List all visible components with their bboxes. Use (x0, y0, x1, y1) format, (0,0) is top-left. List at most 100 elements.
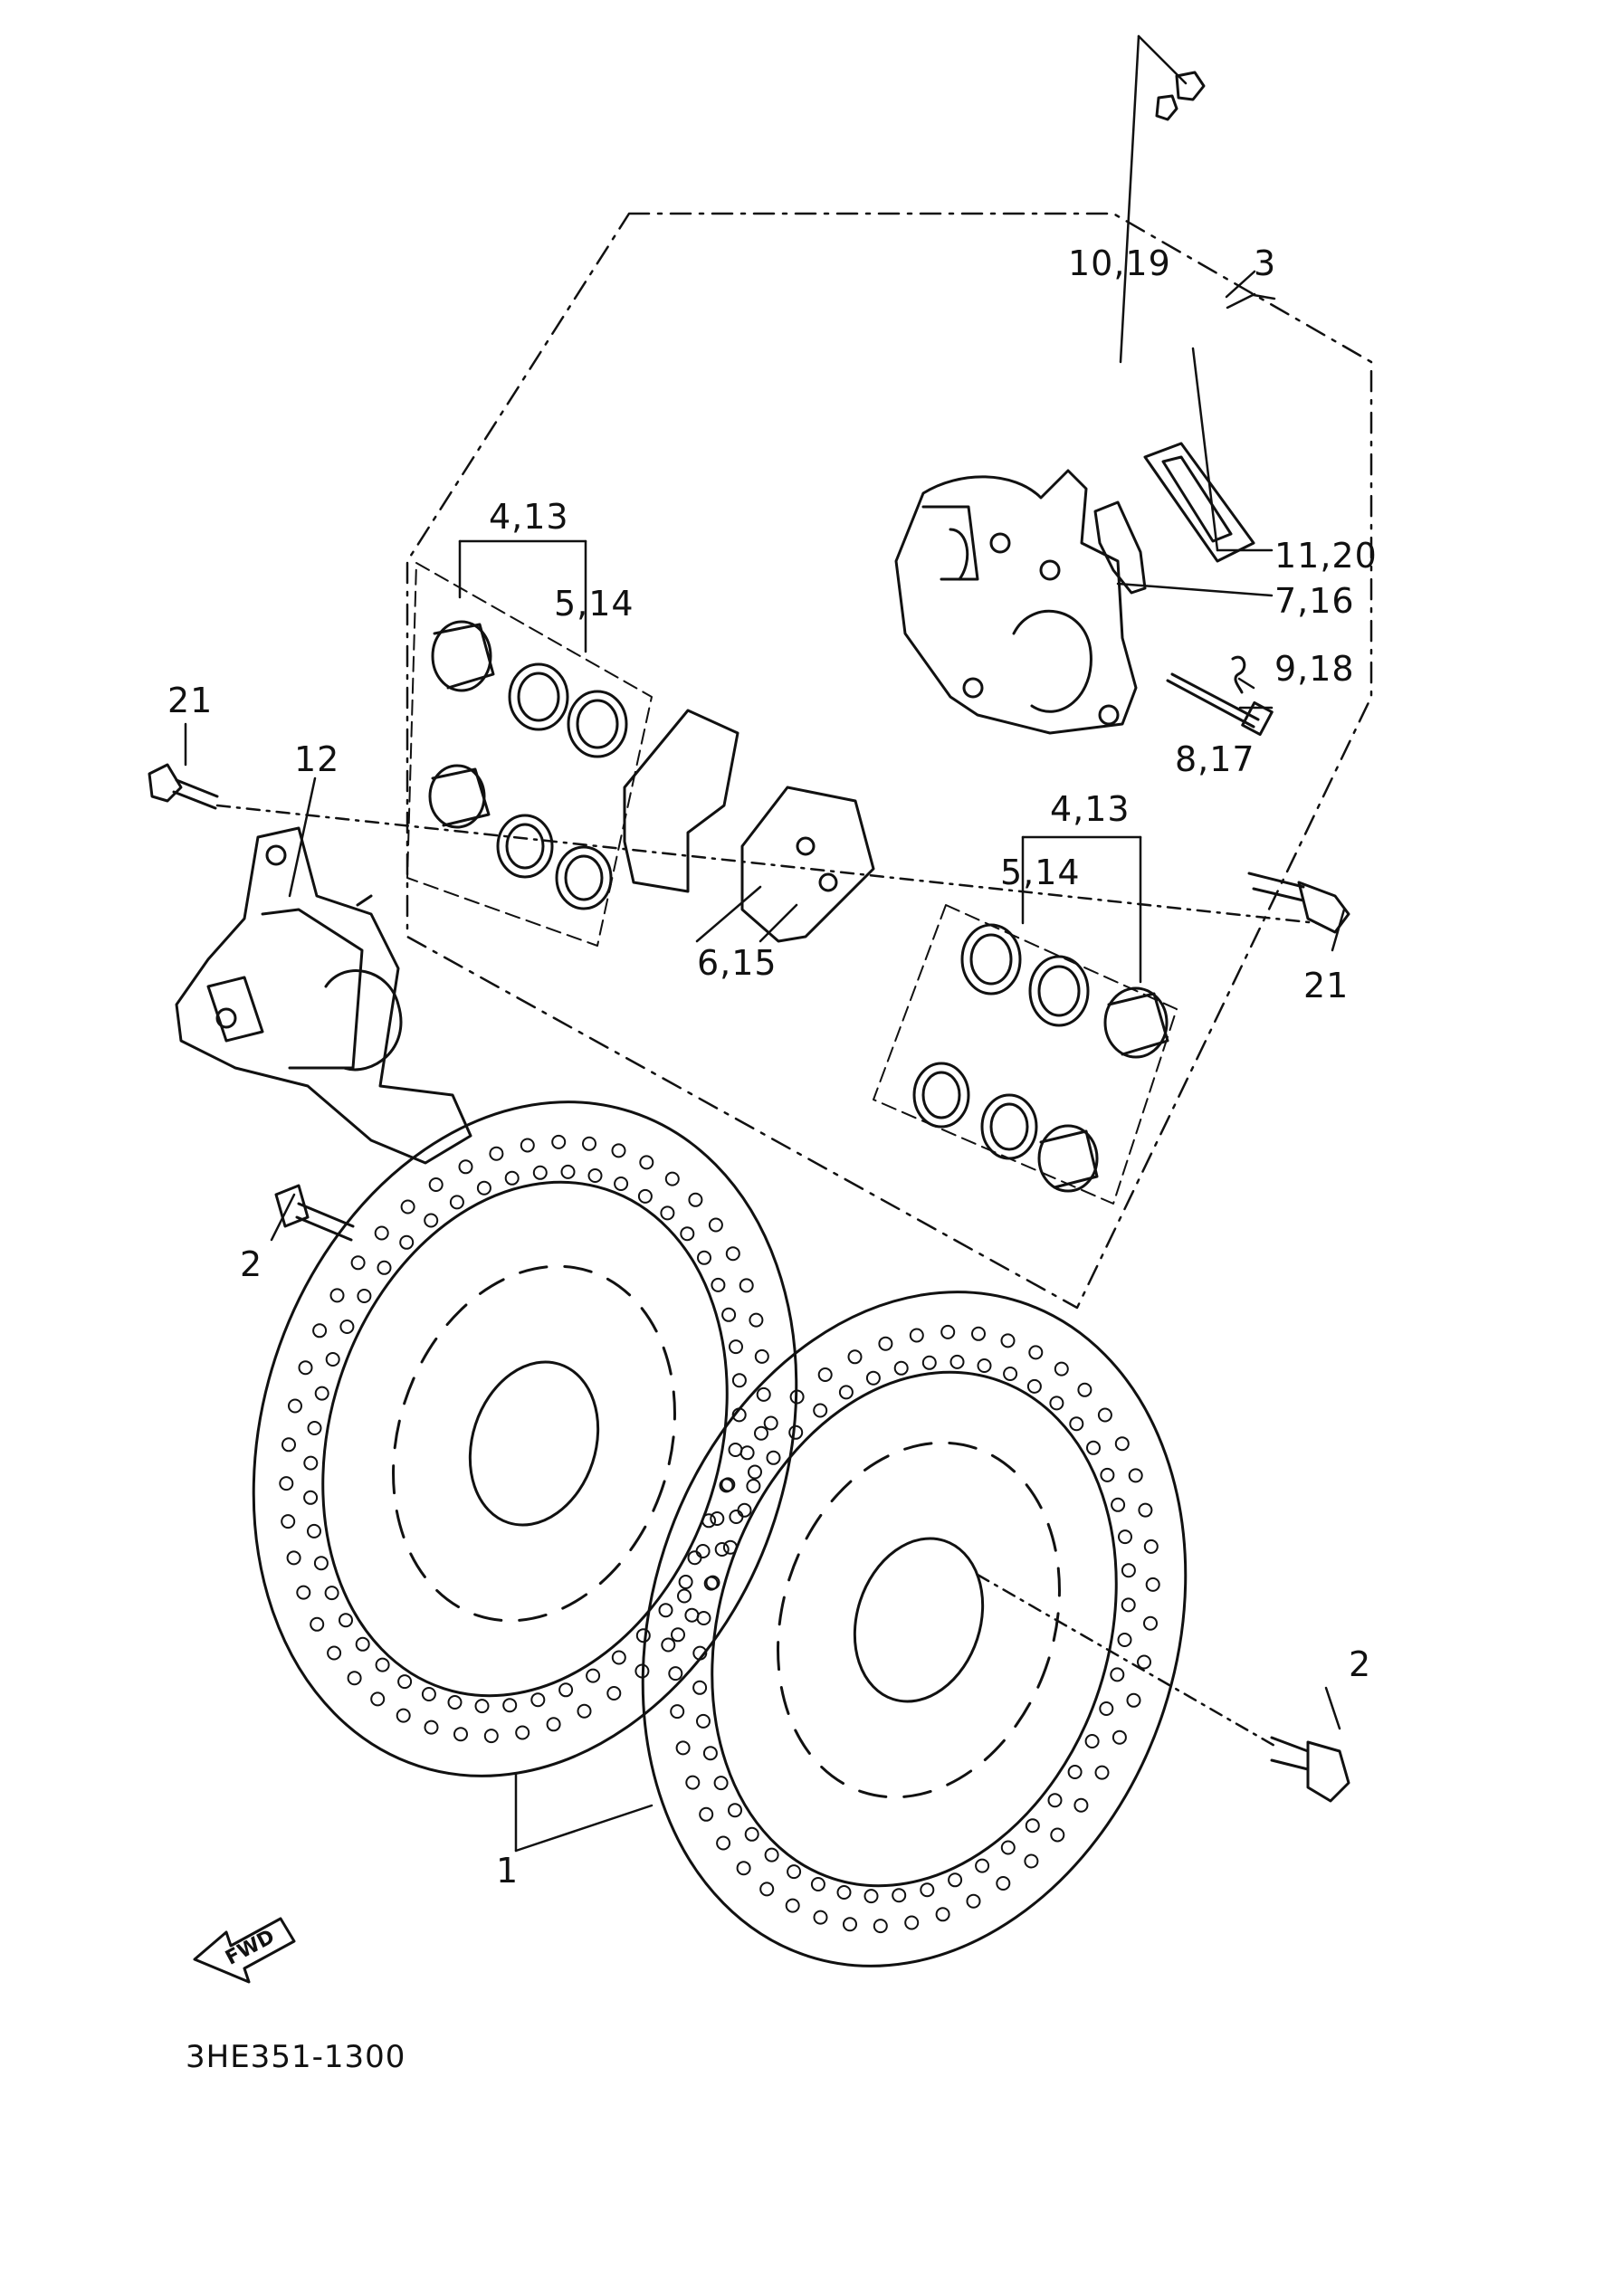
vent-hole (756, 1386, 771, 1402)
vent-hole (660, 1205, 675, 1221)
vent-hole (1097, 1407, 1112, 1423)
vent-hole (810, 1877, 825, 1891)
vent-hole (558, 1682, 574, 1698)
piston-group-left-outline (406, 562, 653, 947)
vent-hole (586, 1668, 601, 1683)
callout-10-19: 10,19 (1068, 243, 1171, 283)
vent-hole (1145, 1577, 1160, 1592)
vent-hole (1026, 1378, 1042, 1394)
vent-hole (909, 1328, 924, 1343)
vent-hole (1094, 1765, 1110, 1780)
vent-hole (397, 1674, 413, 1690)
pad-pin (1166, 672, 1274, 737)
vent-hole (614, 1177, 629, 1191)
vent-hole (736, 1861, 751, 1876)
vent-hole (1049, 1396, 1064, 1411)
vent-hole (449, 1195, 464, 1210)
vent-hole (737, 1502, 752, 1518)
right-brake-caliper (894, 469, 1138, 735)
vent-hole (1050, 1827, 1065, 1843)
vent-hole (695, 1544, 711, 1558)
vent-hole (739, 1445, 755, 1461)
vent-hole (1143, 1539, 1159, 1554)
callout-1: 1 (496, 1851, 520, 1891)
vent-hole (504, 1170, 520, 1186)
vent-hole (396, 1708, 411, 1723)
vent-hole (708, 1217, 723, 1233)
vent-hole (281, 1514, 296, 1529)
vent-hole (1100, 1467, 1115, 1482)
vent-hole (606, 1686, 622, 1701)
vent-hole (1121, 1597, 1136, 1613)
vent-hole (658, 1603, 673, 1618)
vent-hole (843, 1917, 857, 1932)
vent-hole (748, 1464, 762, 1480)
vent-hole (400, 1199, 415, 1215)
callout-12: 12 (294, 739, 340, 779)
left-brake-disc (252, 1100, 798, 1777)
vent-hole (1069, 1416, 1084, 1432)
vent-hole (725, 1246, 740, 1262)
vent-hole (314, 1386, 329, 1401)
vent-hole (476, 1180, 491, 1196)
vent-hole (1126, 1692, 1141, 1708)
vent-hole (307, 1421, 322, 1435)
vent-hole (281, 1437, 296, 1453)
vent-hole (339, 1319, 355, 1334)
vent-hole (746, 1479, 761, 1493)
vent-hole (370, 1691, 386, 1707)
vent-hole (940, 1324, 956, 1339)
vent-hole (714, 1542, 730, 1557)
vent-hole (1118, 1529, 1132, 1545)
vent-hole (325, 1352, 340, 1367)
vent-hole (754, 1348, 769, 1364)
vent-hole (893, 1360, 909, 1376)
callout-4-13-right: 4,13 (1050, 789, 1131, 829)
vent-hole (377, 1260, 392, 1275)
vent-hole (1099, 1701, 1114, 1716)
vent-hole (728, 1443, 743, 1457)
vent-hole (935, 1907, 950, 1922)
vent-hole (696, 1611, 711, 1625)
vent-hole (453, 1727, 468, 1742)
callout-2-left: 2 (240, 1244, 263, 1284)
vent-hole (668, 1666, 683, 1682)
vent-hole (1128, 1468, 1143, 1483)
vent-hole (296, 1585, 311, 1600)
callout-3: 3 (1254, 243, 1277, 283)
vent-hole (458, 1159, 473, 1175)
vent-hole (374, 1225, 389, 1241)
vent-hole (303, 1455, 319, 1471)
vent-hole (716, 1835, 731, 1851)
pad-support-plate (1143, 442, 1255, 563)
vent-hole (310, 1616, 325, 1632)
left-brake-caliper (175, 826, 472, 1165)
vent-hole (279, 1476, 294, 1491)
vent-hole (546, 1717, 561, 1732)
piston-group-right-outline (873, 904, 1178, 1205)
vent-hole (948, 1872, 963, 1888)
vent-hole (1067, 1765, 1083, 1779)
vent-hole (729, 1339, 743, 1355)
vent-hole (560, 1164, 576, 1179)
callout-2-right: 2 (1349, 1644, 1372, 1684)
vent-hole (502, 1698, 518, 1713)
vent-hole (355, 1636, 370, 1652)
vent-hole (873, 1919, 888, 1934)
vent-hole (329, 1288, 345, 1303)
diagram-code: 3HE351-1300 (186, 2039, 406, 2075)
vent-hole (1114, 1436, 1130, 1452)
pad-spring (1093, 500, 1147, 595)
vent-hole (865, 1370, 881, 1386)
vent-hole (428, 1177, 444, 1192)
vent-hole (1138, 1502, 1153, 1518)
vent-hole (729, 1510, 744, 1524)
callout-7-16: 7,16 (1274, 581, 1355, 621)
vent-hole (722, 1539, 738, 1555)
vent-hole (813, 1910, 828, 1925)
vent-hole (489, 1146, 504, 1161)
vent-hole (847, 1349, 863, 1365)
vent-hole (920, 1882, 935, 1898)
vent-hole (701, 1513, 717, 1529)
vent-hole (688, 1192, 703, 1207)
